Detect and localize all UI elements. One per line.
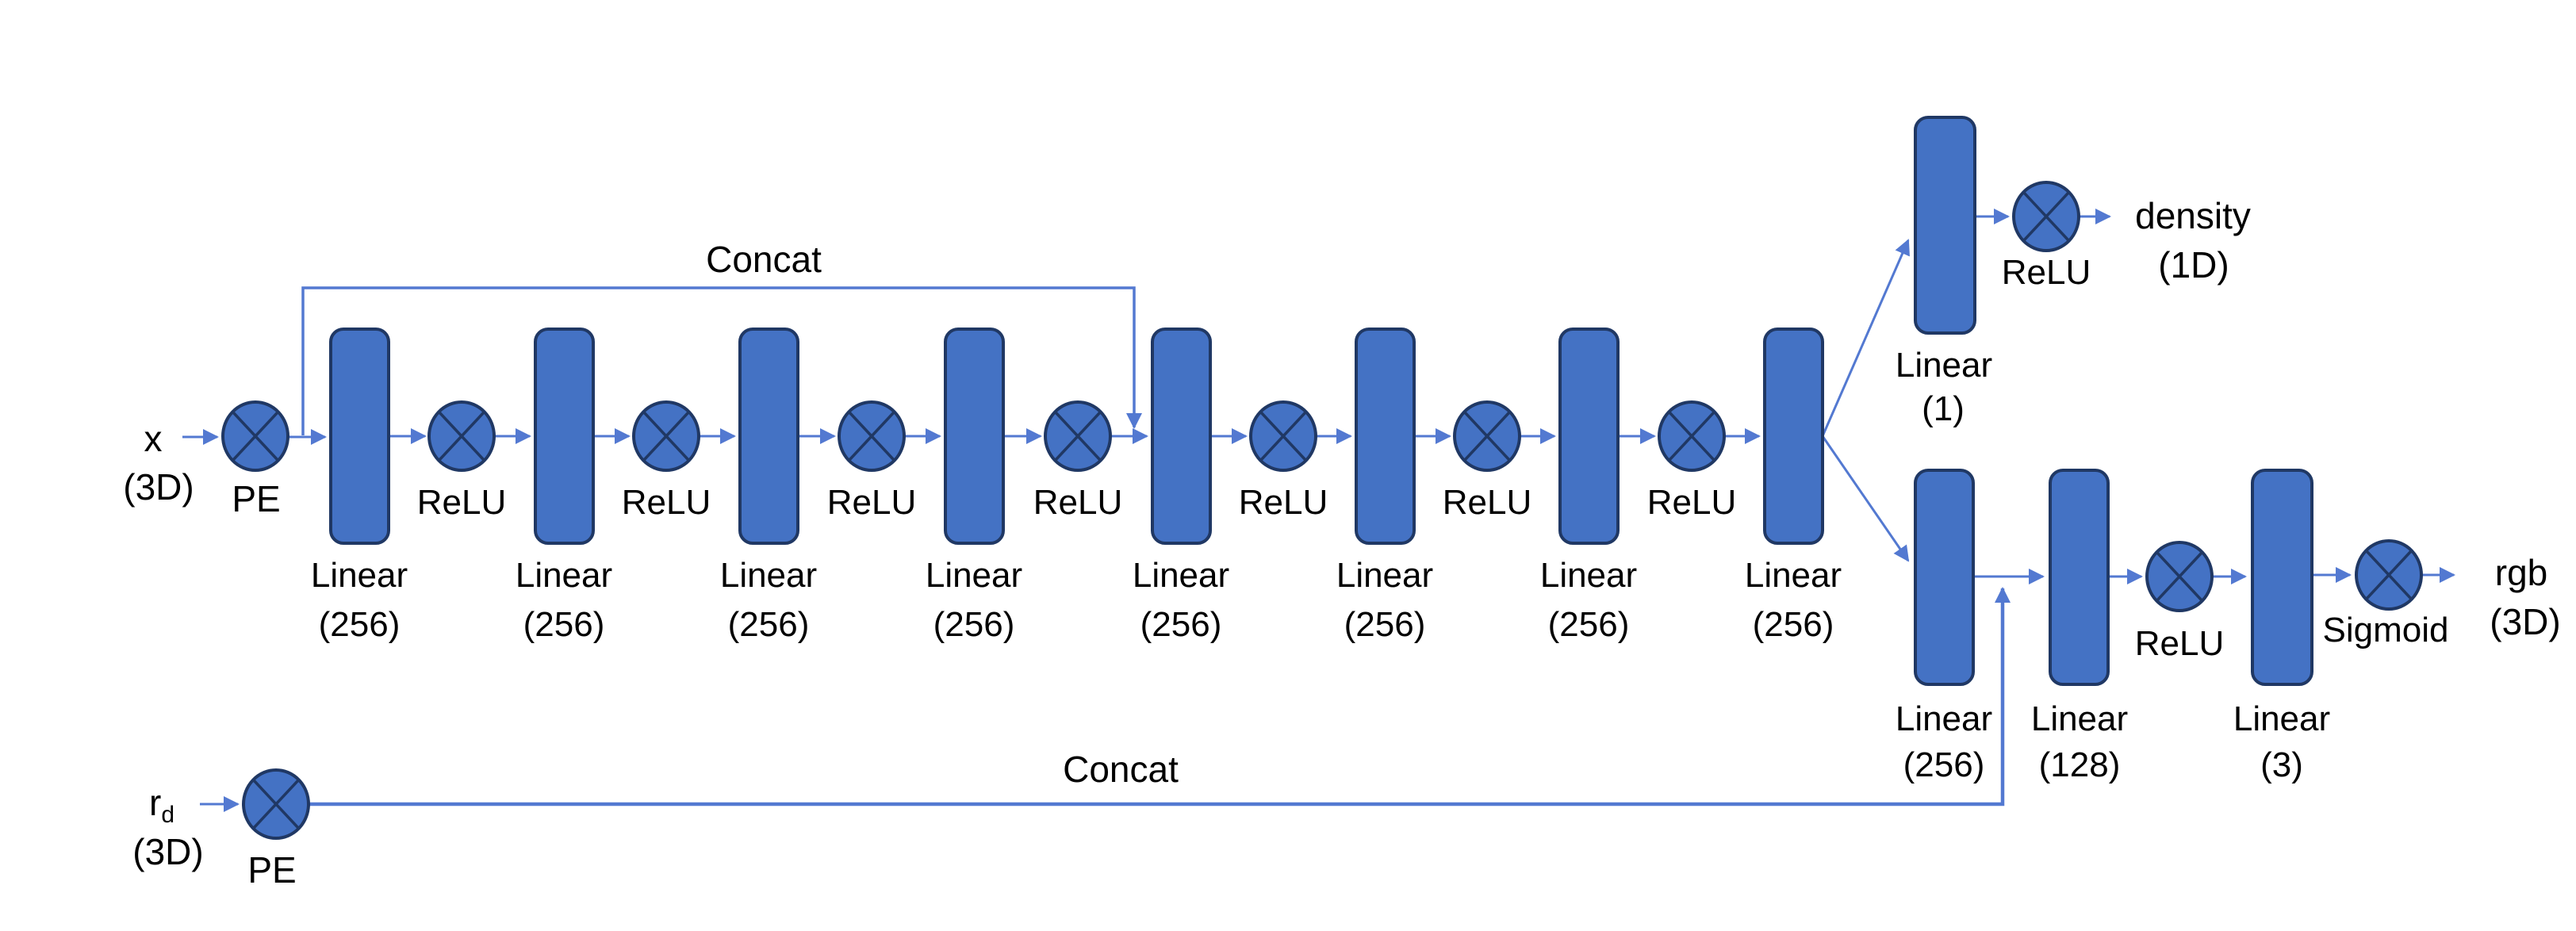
rgb-output-label: rgb	[2494, 551, 2548, 593]
concat-bottom-skip-connection	[309, 587, 2011, 806]
input-x-dim: (3D)	[123, 466, 194, 508]
input-rd-dim: (3D)	[132, 830, 204, 872]
linear-label-3: Linear	[719, 555, 818, 595]
linear-label-2: Linear	[515, 555, 613, 595]
linear-block-4	[944, 328, 1005, 545]
density-linear-dim: (1)	[1922, 389, 1965, 428]
linear-block-rgb-3	[2251, 469, 2313, 686]
rd-subscript: d	[161, 801, 175, 828]
relu-op-icon-7	[1658, 400, 1726, 472]
input-rd-label: rd	[148, 781, 174, 827]
linear-dim-7: (256)	[1547, 604, 1630, 644]
linear-block-rgb-256	[1914, 469, 1975, 686]
density-output-label: density	[2135, 194, 2251, 236]
linear-dim-1: (256)	[318, 604, 401, 644]
relu-label-5: ReLU	[1238, 482, 1328, 522]
linear-block-rgb-128	[2049, 469, 2110, 686]
relu-label-4: ReLU	[1033, 482, 1123, 522]
rgb-linear3-dim: (3)	[2260, 745, 2303, 784]
relu-op-icon-2	[632, 400, 700, 472]
pe-label-rd: PE	[247, 849, 297, 891]
rgb-linear256-label: Linear	[1895, 699, 1993, 738]
linear-label-8: Linear	[1744, 555, 1842, 595]
main-row-blocks	[329, 328, 1824, 545]
pe-op-icon	[221, 400, 289, 472]
arrow-fanout-density	[1821, 239, 1910, 437]
relu-label-1: ReLU	[416, 482, 507, 522]
density-linear-label: Linear	[1895, 345, 1993, 385]
linear-block-1	[329, 328, 390, 545]
relu-op-icon-3	[838, 400, 906, 472]
relu-op-icon-6	[1453, 400, 1521, 472]
relu-op-icon-rgb	[2145, 541, 2214, 612]
rgb-relu-label: ReLU	[2134, 623, 2225, 663]
linear-block-density-1	[1914, 116, 1976, 335]
rgb-linear128-label: Linear	[2030, 699, 2129, 738]
linear-label-1: Linear	[310, 555, 408, 595]
linear-block-3	[738, 328, 799, 545]
connectors	[182, 209, 2455, 812]
concat-top-label: Concat	[706, 238, 822, 280]
pe-op-icon-rd	[242, 768, 310, 840]
sigmoid-op-icon	[2355, 539, 2423, 611]
rgb-linear3-label: Linear	[2233, 699, 2331, 738]
linear-dim-4: (256)	[933, 604, 1015, 644]
concat-top-skip-connection	[301, 286, 1142, 435]
rgb-linear256-dim: (256)	[1903, 745, 1985, 784]
relu-op-icon-1	[427, 400, 496, 472]
linear-dim-5: (256)	[1140, 604, 1222, 644]
linear-dim-3: (256)	[727, 604, 810, 644]
linear-label-5: Linear	[1132, 555, 1230, 595]
linear-label-4: Linear	[925, 555, 1023, 595]
pe-label: PE	[232, 477, 281, 519]
rgb-linear128-dim: (128)	[2038, 745, 2121, 784]
relu-op-icon-density	[2012, 181, 2080, 252]
density-output-dim: (1D)	[2158, 243, 2229, 285]
linear-dim-8: (256)	[1752, 604, 1834, 644]
op-circles	[221, 181, 2423, 840]
linear-block-2	[534, 328, 595, 545]
linear-block-7	[1558, 328, 1620, 545]
relu-label-6: ReLU	[1442, 482, 1532, 522]
linear-dim-6: (256)	[1344, 604, 1426, 644]
concat-bottom-label: Concat	[1063, 748, 1179, 790]
arrow-fanout-rgb	[1821, 435, 1910, 562]
relu-op-icon-5	[1249, 400, 1317, 472]
relu-label-2: ReLU	[621, 482, 711, 522]
relu-op-icon-4	[1044, 400, 1112, 472]
linear-label-7: Linear	[1539, 555, 1638, 595]
relu-label-3: ReLU	[826, 482, 917, 522]
relu-label-7: ReLU	[1646, 482, 1737, 522]
rd-base: r	[148, 781, 162, 823]
rgb-output-dim: (3D)	[2490, 600, 2561, 642]
sigmoid-label: Sigmoid	[2322, 610, 2449, 649]
linear-dim-2: (256)	[523, 604, 605, 644]
input-x-label: x	[144, 417, 163, 459]
linear-label-6: Linear	[1336, 555, 1434, 595]
linear-block-6	[1355, 328, 1416, 545]
linear-block-5	[1151, 328, 1212, 545]
density-relu-label: ReLU	[2001, 252, 2091, 292]
linear-block-8	[1763, 328, 1824, 545]
